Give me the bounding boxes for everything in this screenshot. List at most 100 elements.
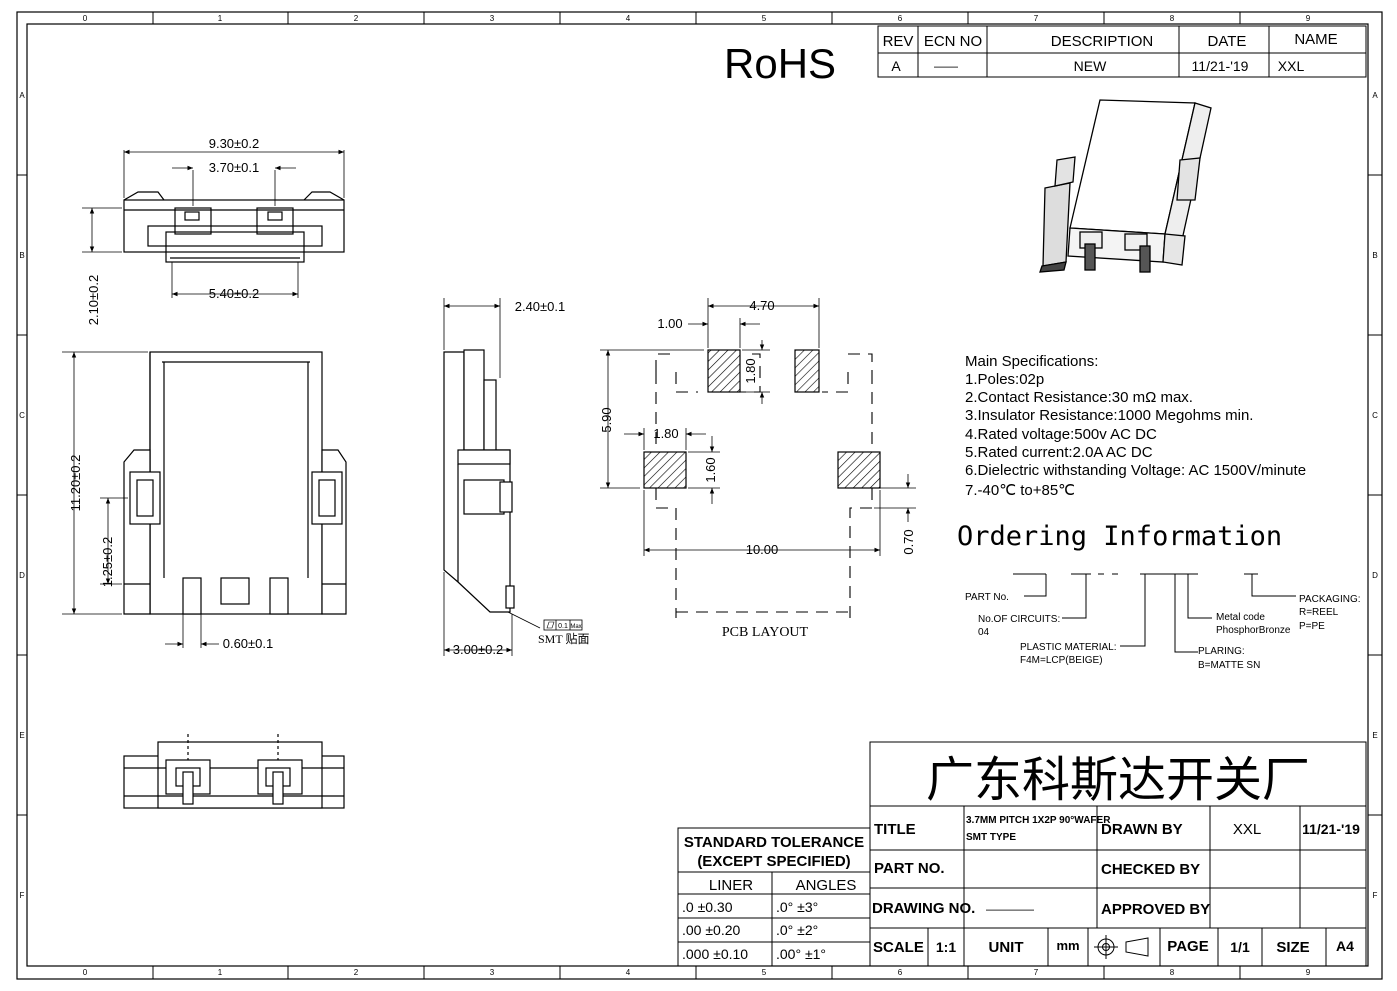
ecn-value: —— [934, 59, 958, 73]
top-view-dims [82, 149, 345, 298]
order-part-no: PART No. [965, 592, 1009, 603]
spec-item: 3.Insulator Resistance:1000 Megohms min. [965, 407, 1253, 424]
frame-labels: 0 1 2 3 4 5 6 7 8 9 0 1 2 3 4 5 6 7 8 9 … [19, 14, 1378, 977]
tolerance-cell: .0° ±2° [776, 922, 818, 938]
date-header: DATE [1208, 33, 1247, 50]
rev-header: REV [883, 33, 914, 50]
scale-value: 1:1 [936, 939, 956, 955]
ecn-header: ECN NO [924, 33, 982, 50]
dim-top-pitch: 3.70±0.1 [209, 160, 260, 175]
spec-item: 5.Rated current:2.0A AC DC [965, 444, 1153, 461]
spec-item: 2.Contact Resistance:30 mΩ max. [965, 389, 1193, 406]
order-metal-val: PhosphorBronze [1216, 625, 1291, 636]
bottom-view [123, 734, 345, 809]
row-label: F [1373, 891, 1378, 900]
order-circuits-val: 04 [978, 627, 990, 638]
drawing-no-value: ———— [986, 902, 1034, 916]
size-value: A4 [1336, 938, 1354, 954]
name-header: NAME [1294, 31, 1337, 48]
tolerance-col-liner: LINER [709, 877, 753, 894]
flatness-value: 0.1 [558, 623, 568, 630]
projection-symbol [1094, 935, 1149, 959]
specs-heading: Main Specifications: [965, 353, 1098, 370]
order-plastic-val: F4M=LCP(BEIGE) [1020, 655, 1103, 666]
tolerance-cell: .0 ±0.30 [682, 899, 733, 915]
description-header: DESCRIPTION [1051, 33, 1154, 50]
dim-070: 0.70 [901, 529, 916, 554]
dim-180h: 1.80 [653, 426, 678, 441]
flatness-max: Max [570, 624, 581, 630]
title-value-2: SMT TYPE [966, 832, 1016, 843]
spec-item: 6.Dielectric withstanding Voltage: AC 15… [965, 462, 1306, 479]
ordering-title: Ordering Information [957, 521, 1282, 552]
col-label: 2 [354, 14, 359, 23]
col-label: 3 [490, 968, 495, 977]
dim-top-height: 2.10±0.2 [86, 275, 101, 326]
dim-160: 1.60 [703, 457, 718, 482]
spec-item: 4.Rated voltage:500v AC DC [965, 426, 1157, 443]
part-no-label: PART NO. [874, 860, 945, 877]
dim-470: 4.70 [749, 298, 774, 313]
dim-top-width: 9.30±0.2 [209, 136, 260, 151]
tolerance-col-angles: ANGLES [796, 877, 857, 894]
row-label: C [1372, 411, 1378, 420]
col-label: 1 [218, 14, 223, 23]
page-label: PAGE [1167, 938, 1208, 955]
pcb-layout [643, 349, 881, 618]
row-label: D [19, 571, 25, 580]
dim-top-inner: 5.40±0.2 [209, 286, 260, 301]
unit-label: UNIT [989, 939, 1024, 956]
approved-by-label: APPROVED BY [1101, 901, 1210, 918]
dim-side-bottom: 3.00±0.2 [453, 642, 504, 657]
dim-180v: 1.80 [743, 358, 758, 383]
frame-ticks [17, 12, 1382, 979]
smt-label: SMT 贴面 [538, 632, 589, 646]
dim-pin-width: 0.60±0.1 [223, 636, 274, 651]
checked-by-label: CHECKED BY [1101, 861, 1200, 878]
order-pack-1: R=REEL [1299, 607, 1339, 618]
row-label: D [1372, 571, 1378, 580]
spec-item: 1.Poles:02p [965, 371, 1044, 388]
row-label: A [1372, 91, 1378, 100]
col-label: 9 [1306, 14, 1311, 23]
revision-table [877, 25, 1367, 78]
side-view-dims [443, 298, 583, 656]
drawn-by-date: 11/21-'19 [1302, 821, 1360, 837]
iso-view [1039, 99, 1212, 273]
ordering-info: Ordering Information PART No. No.OF CIRC… [957, 521, 1361, 671]
order-plastic: PLASTIC MATERIAL: [1020, 642, 1117, 653]
dim-100: 1.00 [657, 316, 682, 331]
row-label: E [1372, 731, 1377, 740]
row-label: B [1372, 251, 1377, 260]
row-label: C [19, 411, 25, 420]
dim-front-height: 11.20±0.2 [68, 455, 83, 512]
page-value: 1/1 [1230, 939, 1250, 955]
title-label: TITLE [874, 821, 916, 838]
tolerance-title-2: (EXCEPT SPECIFIED) [697, 853, 850, 870]
col-label: 5 [762, 14, 767, 23]
drawn-by-label: DRAWN BY [1101, 821, 1183, 838]
dim-side-top: 2.40±0.1 [515, 299, 566, 314]
row-label: E [19, 731, 24, 740]
order-plating: PLARING: [1198, 646, 1245, 657]
order-circuits: No.OF CIRCUITS: [978, 614, 1060, 625]
pad [643, 451, 687, 489]
title-value-1: 3.7MM PITCH 1X2P 90°WAFER [966, 815, 1111, 826]
main-specifications: Main Specifications: 1.Poles:02p 2.Conta… [965, 353, 1306, 499]
name-value: XXL [1278, 58, 1305, 74]
col-label: 7 [1034, 14, 1039, 23]
top-view [123, 191, 345, 263]
dim-front-lower: 1.25±0.2 [100, 537, 115, 588]
tolerance-cell: .00 ±0.20 [682, 922, 740, 938]
drawing-no-label: DRAWING NO. [872, 900, 975, 917]
front-view [123, 351, 347, 615]
scale-label: SCALE [873, 939, 924, 956]
order-packaging: PACKAGING: [1299, 594, 1361, 605]
description-value: NEW [1074, 58, 1107, 74]
title-block [869, 741, 1367, 967]
col-label: 6 [898, 968, 903, 977]
col-label: 4 [626, 14, 631, 23]
spec-item: 7.-40℃ to+85℃ [965, 482, 1075, 499]
company-name: 广东科斯达开关厂 [926, 752, 1310, 808]
